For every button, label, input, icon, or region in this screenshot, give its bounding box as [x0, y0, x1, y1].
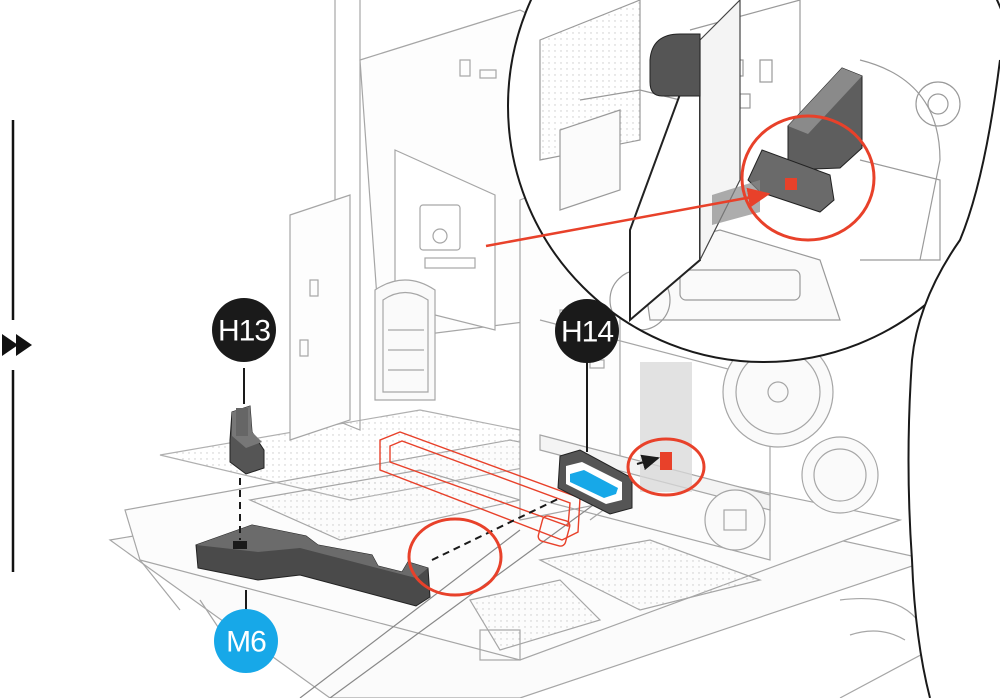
callout-h14-label: H14	[561, 316, 613, 349]
callout-m6: M6	[214, 609, 278, 673]
insert-position-marker	[636, 362, 692, 492]
callout-h13-label: H13	[218, 315, 270, 348]
part-h14	[557, 449, 633, 515]
highlight-circles	[407, 437, 706, 597]
callout-h13: H13	[212, 298, 276, 362]
callout-m6-label: M6	[226, 626, 266, 659]
page-edge	[907, 0, 1000, 698]
double-arrow-right-icon	[2, 334, 32, 356]
highlighted-slot-outline	[379, 431, 581, 547]
callout-h14: H14	[555, 299, 619, 363]
base-model	[108, 0, 933, 698]
part-h13	[229, 405, 265, 475]
detail-zoom-circle	[485, 0, 1000, 363]
